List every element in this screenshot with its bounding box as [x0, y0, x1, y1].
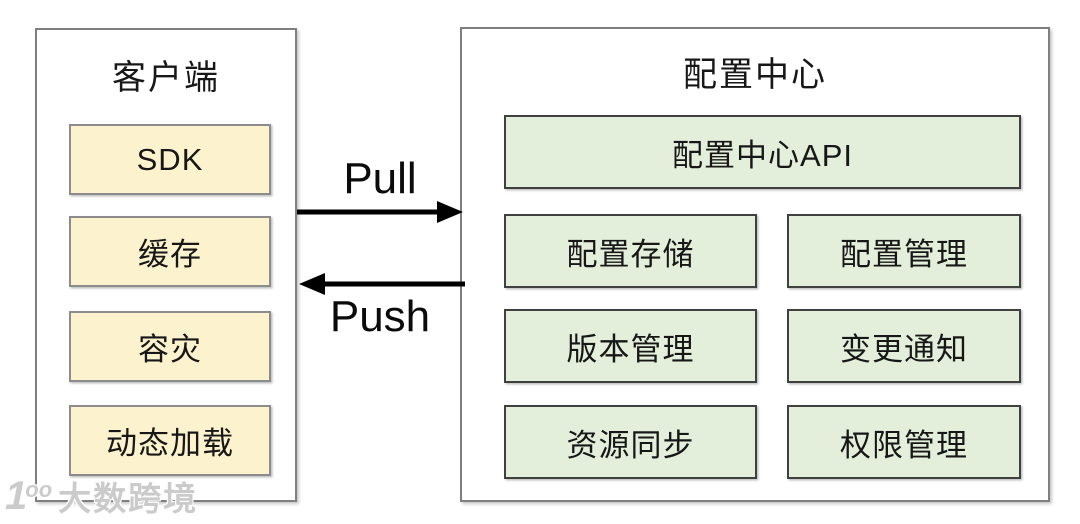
pull-arrow: [297, 201, 463, 223]
module-box-sdk: SDK: [69, 124, 271, 195]
module-box-version-management: 版本管理: [504, 309, 757, 383]
module-box-config-management: 配置管理: [787, 214, 1021, 288]
pull-push-arrows: [297, 201, 465, 295]
watermark-text: 大数跨境: [58, 480, 199, 517]
push-arrow-label: Push: [329, 292, 431, 341]
module-box-resource-sync: 资源同步: [504, 405, 757, 479]
config-center-panel: 配置中心 配置中心API 配置存储 配置管理 版本管理 变更通知 资源同步 权限…: [460, 27, 1050, 502]
pull-arrow-label: Pull: [343, 154, 417, 203]
module-box-config-center-api: 配置中心API: [504, 115, 1021, 189]
push-arrow: [299, 273, 465, 295]
module-box-disaster-recovery: 容灾: [69, 311, 271, 382]
module-box-config-storage: 配置存储: [504, 214, 757, 288]
module-box-permission-management: 权限管理: [787, 405, 1021, 479]
config-center-panel-title: 配置中心: [683, 56, 827, 94]
module-box-dynamic-load: 动态加载: [69, 405, 271, 476]
brand-logo-icon: 1oo: [5, 473, 53, 518]
module-box-change-notification: 变更通知: [787, 309, 1021, 383]
client-panel: 客户端 SDK 缓存 容灾 动态加载: [35, 28, 297, 502]
client-panel-title: 客户端: [112, 59, 220, 97]
module-box-cache: 缓存: [69, 216, 271, 287]
watermark: 1oo 大数跨境: [5, 472, 198, 520]
